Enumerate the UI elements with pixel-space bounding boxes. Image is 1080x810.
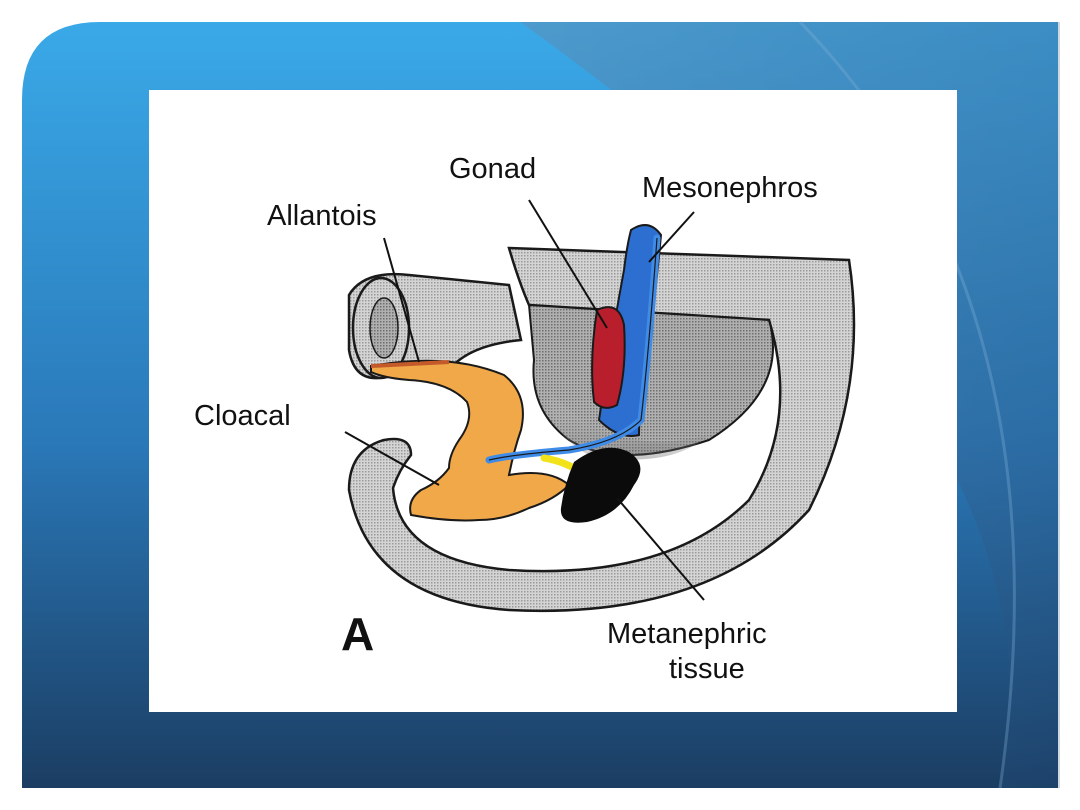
label-gonad: Gonad [449, 153, 536, 185]
slide-right-rule [1058, 22, 1060, 788]
hindgut-lumen [369, 297, 399, 359]
metanephric-leader [616, 497, 705, 601]
embryo-figure: Gonad Mesonephros Allantois Cloacal Meta… [149, 90, 957, 712]
label-mesonephros: Mesonephros [642, 172, 818, 204]
fold-shade [549, 390, 709, 460]
gonad-leader [528, 199, 608, 329]
mesonephros-leader [648, 211, 695, 263]
metanephric-tissue [560, 447, 641, 523]
allantois-leader [383, 237, 420, 363]
label-metanephric-line2: tissue [669, 653, 745, 685]
gonad [591, 306, 626, 409]
label-cloacal: Cloacal [194, 400, 291, 432]
leader-lines [344, 199, 705, 601]
allantois-stalk [370, 360, 450, 368]
label-allantois: Allantois [267, 200, 377, 232]
cloacal-leader [344, 431, 440, 486]
embryo-body [347, 246, 856, 613]
cloaca [370, 359, 571, 522]
label-metanephric-line1: Metanephric [607, 618, 767, 650]
mesonephric-duct-outline [488, 237, 658, 461]
panel-letter: A [341, 608, 374, 660]
